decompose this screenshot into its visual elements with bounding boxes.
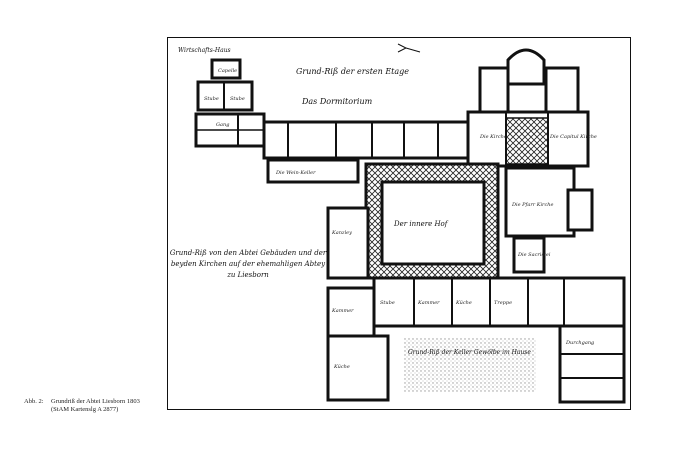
church-complex (466, 48, 590, 168)
stipple-area (404, 338, 536, 392)
south-room-label-1: Stube (380, 300, 395, 306)
caption-label: Abb. 2: (24, 398, 44, 405)
pfarr-church-label: Die Pfarr Kirche (511, 202, 553, 208)
east-wing (504, 166, 594, 274)
caption-title: Grundriß der Abtei Liesborn 1803 (51, 398, 140, 405)
annex-corridor-label: Gang (216, 122, 229, 128)
passage-label: Durchgang (565, 340, 594, 346)
plan-header-top-left: Wirtschafts-Haus (178, 47, 231, 54)
figure-caption: Abb. 2:Grundriß der Abtei Liesborn 1803 … (24, 398, 164, 414)
sacristy-label: Die Sacristei (517, 252, 551, 258)
annex-chapel-label: Capelle (218, 68, 237, 74)
chapter-church-label: Die Capitul Kirche (549, 134, 597, 140)
annex-building (194, 58, 266, 148)
cloister (364, 162, 500, 280)
south-room-label-4: Treppe (494, 300, 512, 306)
side-note: Grund-Riß von den Abtei Gebäuden und der… (169, 249, 327, 279)
plan-header-title: Grund-Riß der ersten Etage (296, 67, 409, 76)
west-lower-label: Kammer (331, 308, 354, 314)
lower-note: Grund-Riß der Keller Gewölbe im Hause (408, 349, 531, 356)
annex-room-label-1: Stube (204, 96, 219, 102)
floor-plan-drawing: Wirtschafts-Haus Grund-Riß der ersten Et… (169, 43, 626, 404)
west-room-label: Kanzley (331, 230, 352, 236)
plan-dormitorium-label: Das Dormitorium (301, 97, 373, 106)
caption-source: (StAM Kartenslg A 2877) (51, 406, 119, 413)
compass-mark (397, 43, 421, 53)
west-wing (326, 206, 376, 338)
wine-cellar-label: Die Wein-Keller (275, 170, 316, 176)
kitchen-label: Küche (333, 364, 350, 370)
annex-room-label-2: Stube (230, 96, 245, 102)
south-room-label-3: Küche (455, 300, 472, 306)
church-label: Die Kirche (479, 134, 507, 140)
floor-plan-plate: Wirtschafts-Haus Grund-Riß der ersten Et… (167, 37, 631, 410)
south-wing (326, 276, 626, 404)
side-note-container: Grund-Riß von den Abtei Gebäuden und der… (169, 249, 327, 279)
south-room-label-2: Kammer (417, 300, 440, 306)
courtyard-label: Der innere Hof (393, 220, 449, 228)
